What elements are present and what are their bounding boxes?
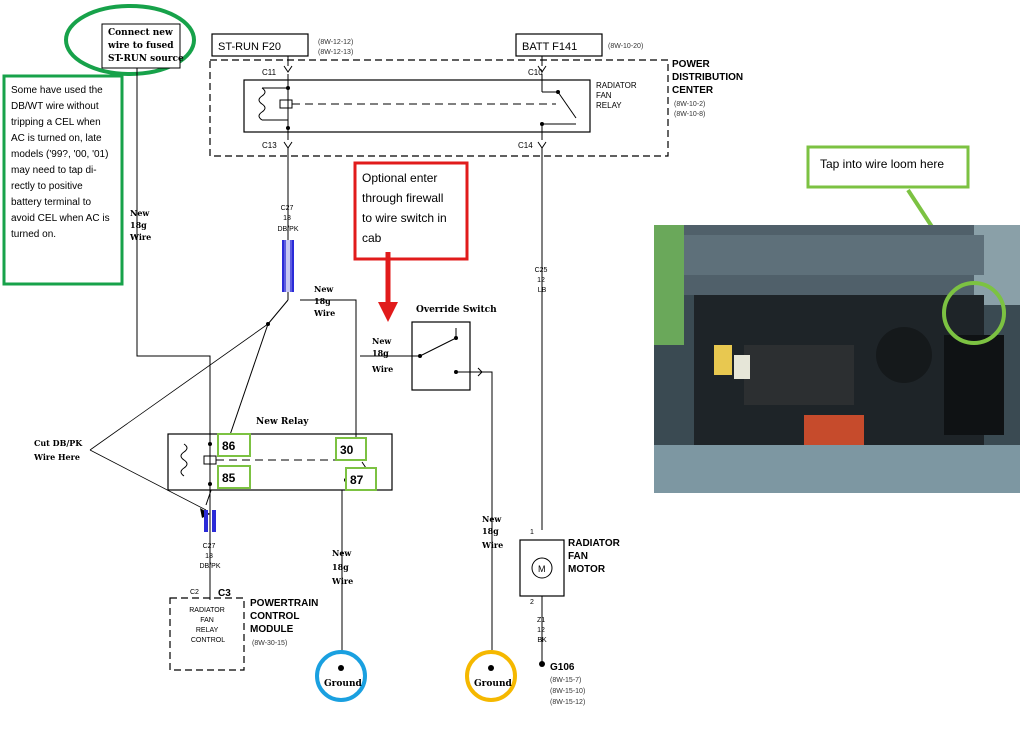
cut-pointer-3 [89,449,207,511]
pin-86-label: 86 [222,439,236,453]
top-note-ellipse [64,4,196,76]
pdc-refs: (8W-10-2) (8W-10-8) [674,101,707,118]
connector-c14-symbol [537,141,547,149]
pcm-box [169,597,245,671]
tap-circle [942,281,1006,345]
wire-new-to-30 [300,299,357,430]
motor-symbol: M [538,564,546,574]
pcm-c2-label: C2 [190,589,199,596]
pcm-c3-label: C3 [218,588,231,599]
pin-87-box [345,467,377,491]
new-wire-right-label: New 18g Wire [481,514,504,550]
optional-note-text: Optional enter through firewall to wire … [362,171,450,245]
pdc-label: POWER DISTRIBUTION CENTER [672,59,746,96]
ground-orange-label: Ground [474,679,513,689]
connector-c11-symbol [283,65,293,73]
c27-top-connector-fill [284,240,292,292]
engine-bay-drawing [654,225,1020,493]
cut-pointer-2 [89,323,269,451]
connector-c13-symbol [283,141,293,149]
new-relay-label: New Relay [256,417,309,427]
pdc-box [209,59,669,157]
cut-switch-arm [267,299,289,325]
top-note-box [101,23,181,69]
new-relay-node-2 [208,482,212,486]
optional-note-box [353,161,469,261]
new-wire-left-label: New 18g Wire [129,208,152,242]
pcm-label: POWERTRAIN CONTROL MODULE [250,598,321,635]
pdc-node-2 [286,126,290,130]
new-wire-mid-label: New 18g Wire [313,284,336,318]
ground-blue-label: Ground [324,679,363,689]
connector-c14-label: C14 [518,141,533,150]
cut-note-label: Cut DB/PK Wire Here [33,438,85,462]
connector-c11-label: C11 [262,68,277,77]
c27-bottom-connector-a [204,510,208,532]
fuse-batt-label: BATT F141 [522,41,577,53]
ground-blue-circle [315,650,367,702]
left-note-box [2,74,124,286]
ground-blue-dot [338,665,344,671]
ground-orange-circle [465,650,517,702]
pin-86-box [217,433,251,457]
pin-85-label: 85 [222,471,236,485]
c25-label: C25 12 LB [535,267,550,294]
pdc-relay-coil-core [279,99,293,109]
tap-note-box [806,145,970,189]
ground-orange-dot [488,665,494,671]
optional-arrow-head [378,302,398,322]
pin-30-label: 30 [340,443,354,457]
pin-30-box [335,437,367,461]
top-note-text: Connect new wire to fused ST-RUN source [107,28,184,64]
pcm-box-text: RADIATOR FAN RELAY CONTROL [189,607,226,644]
fuse-batt-ref: (8W-10-20) [608,43,643,50]
pcm-ref: (8W-30-15) [252,640,287,647]
fuse-st-run-label: ST-RUN F20 [218,41,281,53]
tap-note-text: Tap into wire loom here [820,157,944,171]
left-note-text: Some have used the DB/WT wire without tr… [11,85,112,240]
connector-c13-label: C13 [262,141,277,150]
connector-c10-symbol [537,65,547,73]
pdc-switch-arm [557,91,577,119]
radiator-fan-motor-label: RADIATOR FAN MOTOR [568,538,623,575]
pdc-node-1 [286,86,290,90]
new-relay-node-1 [208,442,212,446]
pdc-relay-coil [258,87,266,121]
z1-label: Z1 12 BK [537,617,547,644]
g106-label: G106 [550,662,575,673]
g106-refs: (8W-15-7) (8W-15-10) (8W-15-12) [550,677,587,706]
c27-top-label: C27 18 DB/PK [277,205,298,233]
pin-87-label: 87 [350,473,364,487]
pin-85-box [217,465,251,489]
new-relay-coil [180,443,188,477]
engine-bay-photo [654,225,1020,493]
c27-bottom-label: C27 18 DB/PK [199,543,220,570]
override-switch-box [411,321,471,391]
wire-new-st-run [136,68,211,430]
fuse-batt-box [515,33,603,57]
motor-pin-1: 1 [530,529,534,536]
c27-bottom-connector-b [212,510,216,532]
override-switch-label: Override Switch [416,305,497,315]
fuse-st-run-box [211,33,309,57]
connector-c10-label: C10 [528,68,543,77]
new-wire-override-label: New 18g Wire [371,336,394,374]
radiator-fan-relay-label: RADIATOR FAN RELAY [596,81,639,110]
fuse-st-run-refs: (8W-12-12) (8W-12-13) [318,39,355,56]
new-wire-87-label: New 18g Wire [331,548,354,586]
pdc-switch-node-1 [556,90,560,94]
g106-node [539,661,545,667]
motor-symbol-circle [531,557,553,579]
motor-pin-2: 2 [530,599,534,606]
radiator-fan-relay-box [243,79,591,133]
override-arm [419,337,457,357]
wire-override-ground [482,371,493,650]
